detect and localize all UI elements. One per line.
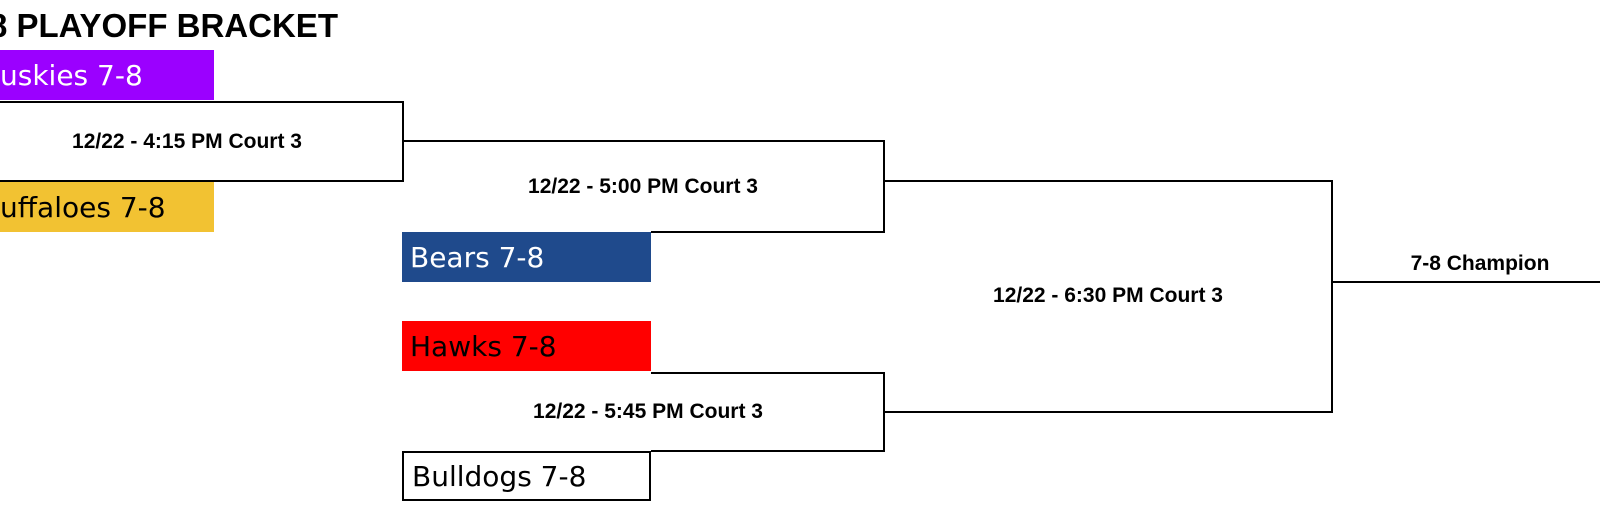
game2-bracket-line (403, 140, 885, 233)
team-bears: Bears 7-8 (402, 232, 651, 282)
team-bulldogs: Bulldogs 7-8 (402, 451, 651, 501)
game2-time-label: 12/22 - 5:00 PM Court 3 (528, 175, 758, 198)
team-huskies-label: uskies 7-8 (0, 58, 143, 92)
final-bracket-line (884, 180, 1333, 413)
champion-label: 7-8 Champion (1410, 252, 1550, 275)
team-hawks-label: Hawks 7-8 (410, 329, 557, 363)
team-buffaloes-label: uffaloes 7-8 (0, 190, 166, 224)
game1-time-label: 12/22 - 4:15 PM Court 3 (72, 130, 302, 153)
team-bears-label: Bears 7-8 (410, 240, 545, 274)
game3-time-label: 12/22 - 5:45 PM Court 3 (533, 400, 763, 423)
final-time-label: 12/22 - 6:30 PM Court 3 (993, 284, 1223, 307)
team-buffaloes: uffaloes 7-8 (0, 182, 214, 232)
team-bulldogs-label: Bulldogs 7-8 (412, 459, 587, 493)
bracket-title: -8 PLAYOFF BRACKET (0, 7, 338, 44)
team-hawks: Hawks 7-8 (402, 321, 651, 371)
team-huskies: uskies 7-8 (0, 50, 214, 100)
